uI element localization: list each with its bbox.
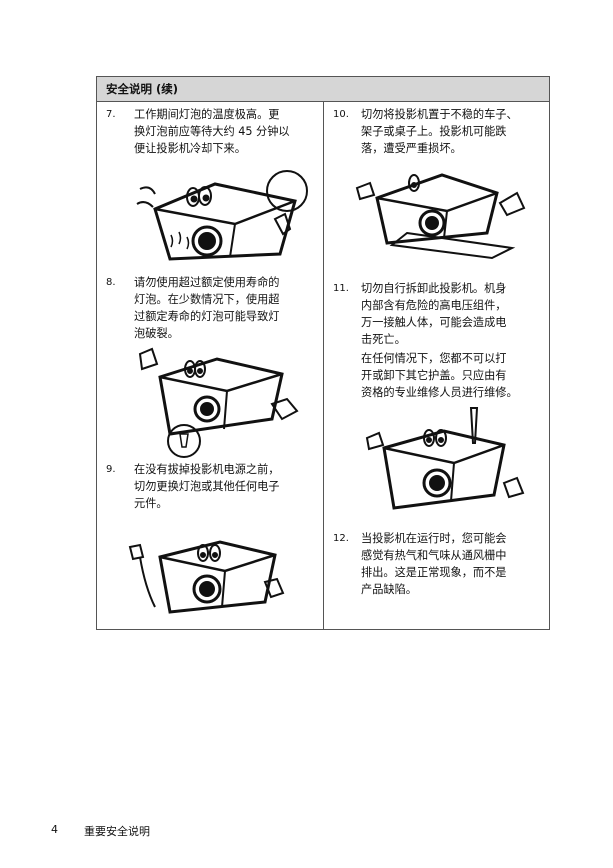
- item-text: 当投影机在运行时，您可能会 感觉有热气和气味从通风栅中 排出。这是正常现象，而不…: [361, 532, 507, 596]
- footer-section-title: 重要安全说明: [84, 825, 150, 838]
- table-header: 安全说明 (续): [97, 77, 549, 102]
- item-number: 10.: [333, 109, 349, 120]
- unstable-table-illustration: [352, 163, 542, 263]
- safety-table: 安全说明 (续) 7. 工作期间灯泡的温度极高。更 换灯泡前应等待大约 45 分…: [96, 76, 550, 630]
- item-text: 切勿将投影机置于不稳的车子、 架子或桌子上。投影机可能跌 落，遭受严重损坏。: [361, 108, 518, 155]
- item-text: 请勿使用超过额定使用寿命的 灯泡。在少数情况下，使用超 过额定寿命的灯泡可能导致…: [134, 276, 280, 340]
- burst-lamp-illustration: [132, 339, 312, 459]
- item-number: 11.: [333, 283, 349, 294]
- unplug-illustration: [125, 527, 315, 622]
- item-text: 在没有拔掉投影机电源之前， 切勿更换灯泡或其他任何电子 元件。: [134, 463, 280, 510]
- page-number: 4: [51, 823, 58, 836]
- column-divider: [323, 101, 324, 629]
- item-number: 8.: [106, 277, 116, 288]
- item-number: 9.: [106, 464, 116, 475]
- item-number: 12.: [333, 533, 349, 544]
- disassembly-illustration: [359, 403, 534, 528]
- hot-lamp-illustration: [135, 169, 325, 269]
- item-text: 工作期间灯泡的温度极高。更 换灯泡前应等待大约 45 分钟以 便让投影机冷却下来…: [134, 108, 290, 155]
- section-title: 安全说明 (续): [106, 82, 179, 96]
- item-text: 切勿自行拆卸此投影机。机身 内部含有危险的高电压组件， 万一接触人体，可能会造成…: [361, 282, 518, 399]
- item-number: 7.: [106, 109, 116, 120]
